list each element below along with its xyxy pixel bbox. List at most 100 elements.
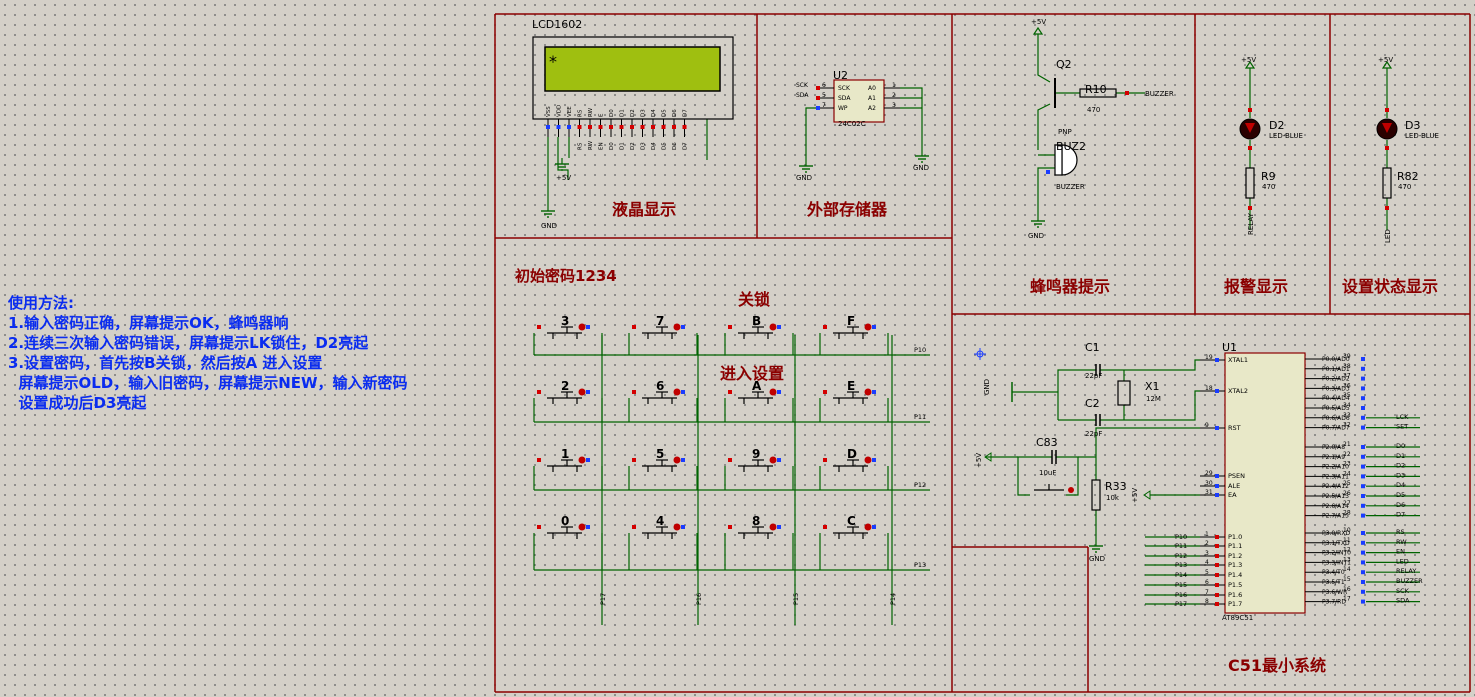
- eeprom-pin-num: 1: [892, 82, 896, 89]
- mcu-right-net: D4: [1396, 481, 1405, 489]
- key-pin: [777, 390, 781, 394]
- r33-ref: R33: [1105, 480, 1127, 493]
- lcd-net-label: D5: [662, 142, 668, 150]
- key-pin: [537, 325, 541, 329]
- lock-label: 关锁: [738, 290, 771, 309]
- lcd-pin-marker: [661, 125, 666, 129]
- u1-ref: U1: [1222, 341, 1238, 354]
- rst-supply-left: +5V: [975, 452, 983, 468]
- mcu-pin-left: PSEN: [1228, 472, 1245, 480]
- lcd-pin-name: VSS: [546, 106, 552, 117]
- key-pin: [586, 525, 590, 529]
- mcu-pin-num: 35: [1343, 392, 1351, 399]
- mcu-pin-num: 37: [1343, 373, 1351, 380]
- key-pin: [632, 525, 636, 529]
- mcu-right-net: D6: [1396, 501, 1405, 509]
- key-pin: [823, 525, 827, 529]
- lcd-pin-name: D1: [620, 109, 626, 117]
- mcu-pin-marker: [1361, 599, 1365, 604]
- key-led-1: [578, 456, 586, 464]
- x1-ref: X1: [1145, 380, 1160, 393]
- pin-marker: [1125, 91, 1129, 95]
- buz2-label: BUZZER: [1056, 183, 1085, 191]
- q2-ref: Q2: [1056, 58, 1072, 71]
- mcu-pin-num: 29: [1205, 470, 1213, 477]
- lcd-pin-marker: [556, 125, 561, 129]
- mcu-pin-num: 17: [1343, 596, 1351, 603]
- mcu-pin-num: 21: [1343, 441, 1351, 448]
- key-pin: [872, 390, 876, 394]
- key-label-3: 3: [561, 314, 569, 328]
- mcu-pin-num: 36: [1343, 382, 1351, 389]
- r9-value: 470: [1262, 183, 1276, 191]
- c1-ref: C1: [1085, 341, 1100, 354]
- mcu-pin-left: P1.2: [1228, 552, 1242, 560]
- rst-supply-symbol: [984, 452, 992, 462]
- mcu-pin-num: 15: [1343, 576, 1351, 583]
- lcd-pin-name: E: [599, 113, 605, 117]
- mcu-pin-marker: [1361, 415, 1365, 420]
- mcu-left-net: P15: [1175, 581, 1187, 589]
- lcd-pin-name: D0: [609, 109, 615, 117]
- key-pin: [681, 525, 685, 529]
- eeprom-pin-right: A1: [868, 95, 876, 102]
- eeprom-pin-num: 7: [822, 102, 826, 109]
- mcu-right-net: SDA: [1396, 597, 1410, 605]
- lcd-pin-name: VEE: [567, 106, 573, 117]
- mcu-pin-num: 32: [1343, 422, 1351, 429]
- mcu-pin-left: XTAL1: [1228, 356, 1248, 364]
- enter-setup-label: 进入设置: [720, 364, 785, 383]
- eeprom-part: 24C02C: [838, 120, 866, 128]
- d3-ref: D3: [1405, 119, 1421, 132]
- eeprom-net: SCK: [796, 82, 809, 89]
- x1-value: 12M: [1146, 395, 1161, 403]
- led-net-label: LED: [1384, 229, 1392, 243]
- lcd-name: LCD1602: [532, 18, 583, 31]
- key-label-8: 8: [752, 514, 760, 528]
- key-pin: [872, 325, 876, 329]
- mcu-pin-marker: [1361, 550, 1365, 555]
- mcu-pin-marker: [1361, 474, 1365, 479]
- mcu-pin-num: 2: [1205, 540, 1209, 547]
- lcd-pin-marker: [577, 125, 582, 129]
- mcu-right-net: RW: [1396, 538, 1407, 546]
- mcu-pin-marker: [1215, 573, 1219, 577]
- mcu-pin-num: 16: [1343, 586, 1351, 593]
- key-pin: [728, 458, 732, 462]
- mcu-pin-num: 27: [1343, 500, 1351, 507]
- mcu-pin-marker: [1215, 493, 1219, 497]
- mcu-pin-marker: [1361, 484, 1365, 489]
- mcu-pin-num: 19: [1205, 354, 1213, 361]
- ea-supply-symbol: [1143, 490, 1151, 500]
- status-led-glyph: [1382, 123, 1392, 133]
- lcd-pin-name: RS: [578, 109, 584, 117]
- key-pin: [823, 390, 827, 394]
- key-pin: [632, 325, 636, 329]
- keypad-col-net: P15: [792, 593, 800, 605]
- lcd-gnd-label: GND: [541, 222, 558, 230]
- lcd-body: [532, 36, 734, 120]
- mcu-pin-marker: [1361, 531, 1365, 535]
- keypad-col-net: P14: [889, 593, 897, 605]
- wire: [1017, 456, 1052, 496]
- mcu-pin-marker: [1361, 580, 1365, 584]
- usage-line-5: 设置成功后D3亮起: [8, 394, 147, 412]
- crystal-x1: [1117, 380, 1131, 406]
- mcu-pin-num: 9: [1205, 422, 1209, 429]
- mcu-pin-marker: [1215, 544, 1219, 548]
- mcu-right-net: D7: [1396, 511, 1405, 519]
- keypad-col-net: P16: [695, 593, 703, 605]
- mcu-pin-marker: [1215, 535, 1219, 539]
- key-led-7: [673, 323, 681, 331]
- usage-line-1: 1.输入密码正确，屏幕提示OK，蜂鸣器响: [8, 314, 289, 332]
- pin-marker: [1248, 146, 1252, 150]
- wire: [1057, 369, 1096, 420]
- mcu-pin-num: 38: [1343, 363, 1351, 370]
- c2-value: 22pF: [1085, 430, 1103, 438]
- key-pin: [586, 390, 590, 394]
- section-title-eeprom: 外部存储器: [807, 200, 888, 219]
- wire: [1130, 390, 1200, 421]
- mcu-pin-num: 14: [1343, 566, 1351, 573]
